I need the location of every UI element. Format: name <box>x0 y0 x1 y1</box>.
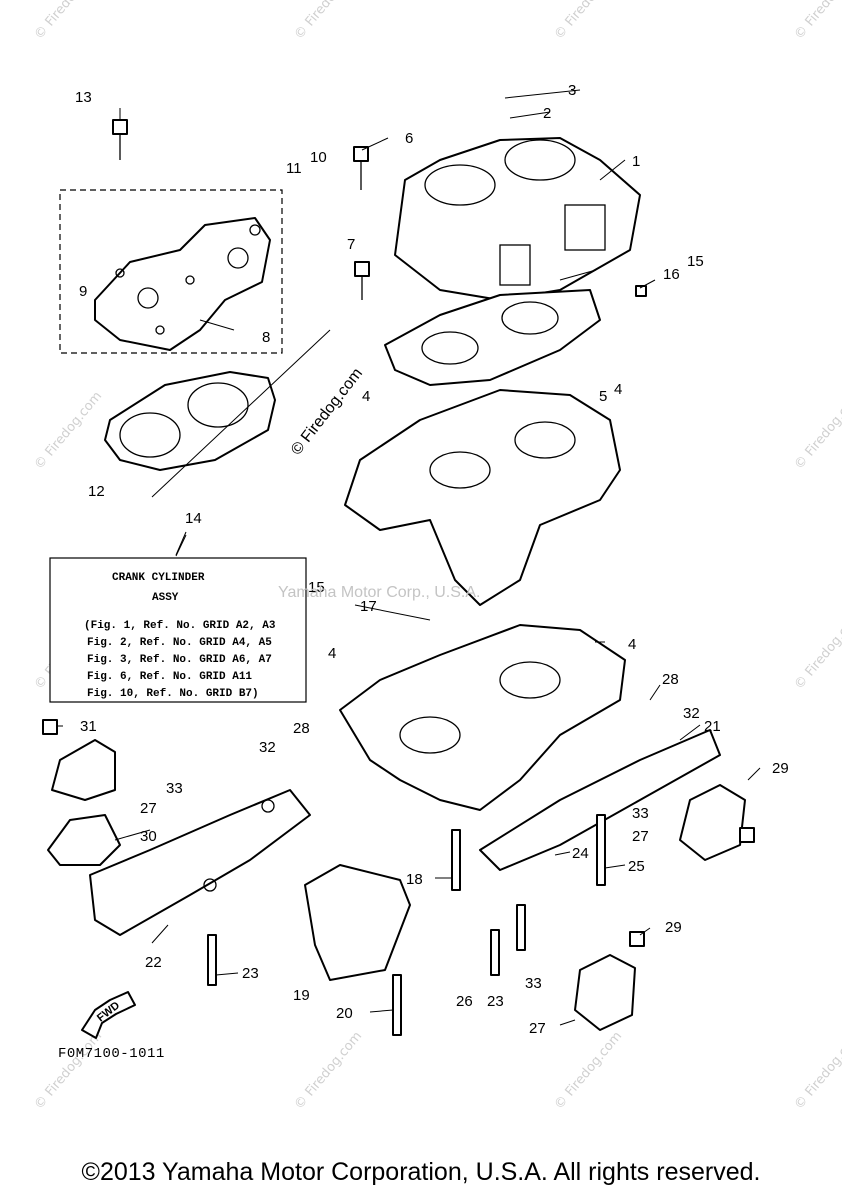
callout-11: 11 <box>286 160 302 177</box>
callout-28-left: 28 <box>293 720 310 737</box>
callout-20: 20 <box>336 1005 353 1022</box>
callout-1: 1 <box>632 153 640 170</box>
watermark-tile: © Firedog.com <box>292 0 366 43</box>
watermark-center-text: Yamaha Motor Corp., U.S.A. <box>278 584 481 601</box>
callout-23-right: 23 <box>487 993 504 1010</box>
cylinder-head-cover-group <box>59 189 283 354</box>
callout-22: 22 <box>145 954 162 971</box>
callout-18: 18 <box>406 871 423 888</box>
note-box-line: Fig. 6, Ref. No. GRID A11 <box>87 671 252 683</box>
callout-4-lower-right: 4 <box>628 636 636 653</box>
callout-16: 16 <box>663 266 680 283</box>
cylinder-block <box>394 137 641 301</box>
watermark-tile: © Firedog.com <box>792 609 842 693</box>
rubber-mounts <box>47 739 746 1031</box>
note-box-line: Fig. 3, Ref. No. GRID A6, A7 <box>87 654 272 666</box>
callout-numbers: 1 2 3 4 5 6 7 8 9 10 11 12 13 14 15 16 1… <box>75 82 789 1037</box>
watermark-tile: © Firedog.com <box>32 389 106 473</box>
watermark-tile: © Firedog.com <box>792 0 842 43</box>
callout-28-right: 28 <box>662 671 679 688</box>
watermark-tile: © Firedog.com <box>32 1029 106 1113</box>
engine-mount-brackets <box>89 729 721 936</box>
note-box-line: Fig. 10, Ref. No. GRID B7) <box>87 688 259 700</box>
callout-13: 13 <box>75 89 92 106</box>
callout-24: 24 <box>572 845 589 862</box>
note-box-title-2: ASSY <box>152 592 179 604</box>
callout-23-left: 23 <box>242 965 259 982</box>
callout-21: 21 <box>704 718 721 735</box>
callout-29-lower: 29 <box>665 919 682 936</box>
exhaust-bracket <box>304 864 411 981</box>
callout-7: 7 <box>347 236 355 253</box>
callout-10: 10 <box>310 149 327 166</box>
upper-crankcase <box>344 389 621 606</box>
callout-32-right: 32 <box>683 705 700 722</box>
callout-27-lower: 27 <box>529 1020 546 1037</box>
bolt-set <box>42 119 755 1036</box>
note-box-line: Fig. 2, Ref. No. GRID A4, A5 <box>87 637 272 649</box>
head-gasket <box>104 371 276 471</box>
callout-31: 31 <box>80 718 97 735</box>
note-box-title-1: CRANK CYLINDER <box>112 572 205 584</box>
callout-4-upper-left: 4 <box>362 388 370 405</box>
callout-30: 30 <box>140 828 157 845</box>
watermark-tile: © Firedog.com <box>792 389 842 473</box>
watermark-tile: © Firedog.com <box>552 0 626 43</box>
lower-crankcase <box>339 624 626 811</box>
note-box-leader <box>175 534 187 557</box>
leader-lines <box>57 89 761 1026</box>
watermark-tile: © Firedog.com <box>552 1029 626 1113</box>
watermark-tile: © Firedog.com <box>792 1029 842 1113</box>
callout-17: 17 <box>360 598 377 615</box>
note-box-line: (Fig. 1, Ref. No. GRID A2, A3 <box>84 620 276 632</box>
callout-33-left: 33 <box>166 780 183 797</box>
callout-27-right: 27 <box>632 828 649 845</box>
callout-27-left: 27 <box>140 800 157 817</box>
callout-8: 8 <box>262 329 270 346</box>
callout-26: 26 <box>456 993 473 1010</box>
callout-4-lower-left: 4 <box>328 645 336 662</box>
copyright-footer: ©2013 Yamaha Motor Corporation, U.S.A. A… <box>81 1158 761 1186</box>
callout-15-upper: 15 <box>687 253 704 270</box>
callout-5-base-gasket: 5 <box>599 388 607 405</box>
callout-32-left: 32 <box>259 739 276 756</box>
callout-29-right: 29 <box>772 760 789 777</box>
forward-arrow-icon <box>81 991 136 1039</box>
callout-6: 6 <box>405 130 413 147</box>
watermark-tile: © Firedog.com <box>292 1029 366 1113</box>
callout-33-right: 33 <box>632 805 649 822</box>
callout-33-lower: 33 <box>525 975 542 992</box>
figure-code: F0M7100-1011 <box>58 1046 165 1062</box>
callout-12: 12 <box>88 483 105 500</box>
callout-19: 19 <box>293 987 310 1004</box>
callout-9: 9 <box>79 283 87 300</box>
callout-25: 25 <box>628 858 645 875</box>
callout-15: 15 <box>308 579 325 596</box>
callout-4-upper-right: 4 <box>614 381 622 398</box>
watermark-tile: © Firedog.com <box>32 0 106 43</box>
cylinder-base-gasket <box>384 289 601 386</box>
note-box: CRANK CYLINDER ASSY (Fig. 1, Ref. No. GR… <box>49 557 307 703</box>
callout-2: 2 <box>543 105 551 122</box>
callout-3: 3 <box>568 82 576 99</box>
callout-14: 14 <box>185 510 202 527</box>
